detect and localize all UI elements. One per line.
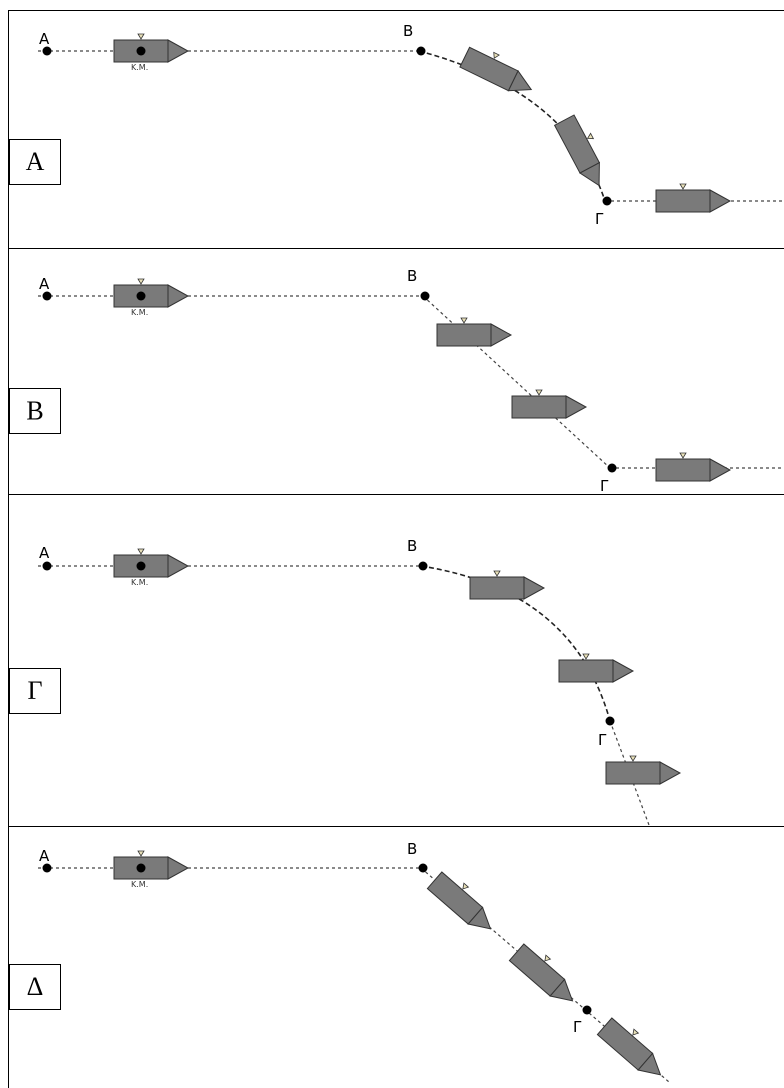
point-g-label: Γ bbox=[573, 1018, 582, 1036]
frame-left bbox=[8, 10, 9, 1088]
point-g bbox=[607, 463, 617, 473]
cm-label: K.M. bbox=[131, 578, 148, 587]
point-a-label: A bbox=[39, 847, 50, 865]
point-b-label: B bbox=[407, 840, 417, 858]
vehicle: K.M. bbox=[113, 548, 190, 587]
path-bg-line bbox=[422, 295, 611, 469]
vehicle bbox=[511, 389, 588, 419]
panel-d-label: Δ bbox=[9, 964, 61, 1010]
panel-b-diagram: A B Γ K.M. bbox=[38, 267, 784, 495]
point-a bbox=[42, 863, 52, 873]
vehicle bbox=[605, 755, 682, 785]
divider-3 bbox=[8, 826, 784, 827]
point-g bbox=[602, 196, 612, 206]
panel-g-label: Γ bbox=[9, 668, 61, 714]
panel-b-label: Β bbox=[9, 388, 61, 434]
point-a-label: A bbox=[39, 544, 50, 562]
vehicle bbox=[558, 653, 635, 683]
cm-label: K.M. bbox=[131, 63, 148, 72]
point-g bbox=[605, 716, 615, 726]
point-b-label: B bbox=[407, 267, 417, 285]
point-g-label: Γ bbox=[595, 210, 604, 228]
point-a-label: A bbox=[39, 275, 50, 293]
vehicle bbox=[596, 1017, 662, 1076]
cm-label: K.M. bbox=[131, 308, 148, 317]
panel-g: A B Γ K.M. Γ bbox=[9, 495, 784, 826]
vehicle bbox=[655, 452, 732, 482]
frame-top bbox=[8, 10, 784, 11]
point-b bbox=[420, 291, 430, 301]
panel-a-diagram: A B Γ K.M. bbox=[38, 22, 784, 228]
point-b-label: B bbox=[403, 22, 413, 40]
vehicle bbox=[655, 183, 732, 213]
vehicle bbox=[508, 943, 574, 1002]
point-g bbox=[582, 1005, 592, 1015]
point-g-label: Γ bbox=[600, 477, 609, 495]
point-b bbox=[418, 863, 428, 873]
vehicle bbox=[426, 871, 492, 930]
vehicle bbox=[459, 46, 533, 92]
vehicle bbox=[469, 570, 546, 600]
point-g-label: Γ bbox=[598, 731, 607, 749]
point-a bbox=[42, 46, 52, 56]
point-b-label: B bbox=[407, 537, 417, 555]
path-bg-curve bbox=[420, 565, 611, 722]
vehicle: K.M. bbox=[113, 278, 190, 317]
point-b bbox=[418, 561, 428, 571]
point-a bbox=[42, 561, 52, 571]
vehicle: K.M. bbox=[113, 33, 190, 72]
panel-g-diagram: A B Γ K.M. bbox=[38, 537, 682, 826]
panel-a: A B Γ K.M. Α bbox=[9, 11, 784, 248]
point-b bbox=[416, 46, 426, 56]
vehicle bbox=[553, 114, 601, 187]
panel-d: A B Γ K.M. Δ bbox=[9, 827, 784, 1088]
panel-d-diagram: A B Γ K.M. bbox=[38, 840, 670, 1083]
point-a bbox=[42, 291, 52, 301]
vehicle bbox=[436, 317, 513, 347]
panel-a-label: Α bbox=[9, 139, 61, 185]
cm-label: K.M. bbox=[131, 880, 148, 889]
divider-1 bbox=[8, 248, 784, 249]
vehicle: K.M. bbox=[113, 850, 190, 889]
panel-b: A B Γ K.M. Β bbox=[9, 249, 784, 495]
point-a-label: A bbox=[39, 30, 50, 48]
divider-2 bbox=[8, 494, 784, 495]
